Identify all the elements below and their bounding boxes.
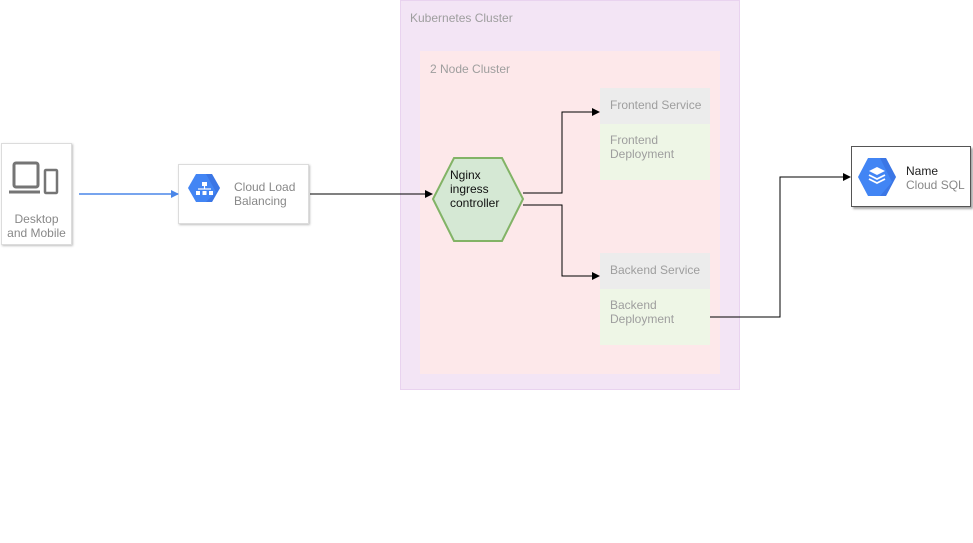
cloud-load-balancing-label: Cloud Load Balancing xyxy=(234,180,295,208)
cloud-sql-icon xyxy=(858,158,896,196)
desktop-mobile-node[interactable] xyxy=(1,143,72,245)
nginx-label-line1: Nginx xyxy=(450,168,481,182)
kubernetes-cluster-title: Kubernetes Cluster xyxy=(410,11,513,25)
desktop-mobile-label: Desktop and Mobile xyxy=(1,212,72,240)
backend-service[interactable]: Backend Service xyxy=(600,253,710,289)
lb-label-line2: Balancing xyxy=(234,194,287,208)
cloud-sql-name: Name xyxy=(906,164,939,178)
edge-nginx-to-frontend xyxy=(523,108,600,194)
nginx-ingress-hexagon[interactable] xyxy=(431,157,525,242)
backend-deployment[interactable]: Backend Deployment xyxy=(600,289,710,345)
frontend-service[interactable]: Frontend Service xyxy=(600,88,710,124)
cloud-sql-product: Cloud SQL xyxy=(906,178,965,192)
edge-backend-to-cloudsql xyxy=(710,173,851,318)
nginx-label-line2: ingress xyxy=(450,182,489,196)
nginx-label: Nginx ingress controller xyxy=(450,168,499,210)
lb-label-line1: Cloud Load xyxy=(234,180,296,194)
frontend-deployment-line2: Deployment xyxy=(610,147,675,161)
load-balancer-icon xyxy=(188,174,220,202)
frontend-deployment[interactable]: Frontend Deployment xyxy=(600,124,710,180)
node-cluster-title: 2 Node Cluster xyxy=(430,62,511,76)
desktop-label-line1: Desktop xyxy=(14,212,59,226)
backend-deployment-line2: Deployment xyxy=(610,312,675,326)
devices-icon xyxy=(9,161,59,195)
frontend-deployment-line1: Frontend xyxy=(610,133,659,147)
nginx-label-line3: controller xyxy=(450,196,500,210)
backend-deployment-line1: Backend xyxy=(610,298,657,312)
edge-nginx-to-backend xyxy=(523,204,600,280)
desktop-label-line2: and Mobile xyxy=(7,226,66,240)
